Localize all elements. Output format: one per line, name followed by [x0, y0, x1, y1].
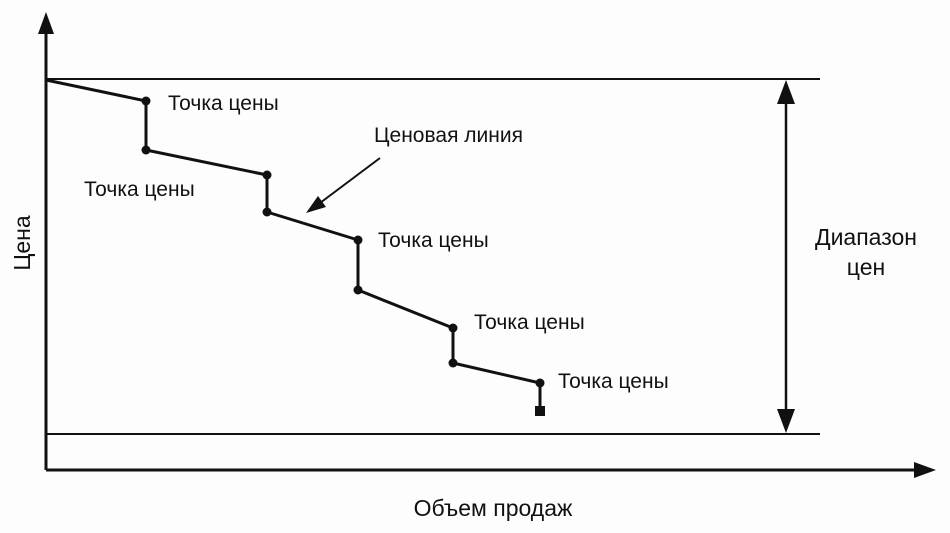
price-point-dot: [262, 207, 272, 217]
price-point-label-1: Точка цены: [168, 92, 279, 115]
price-point-dot: [141, 145, 151, 155]
pointer-arrow-head-icon: [306, 196, 326, 213]
price-point-label-2: Точка цены: [84, 178, 195, 201]
price-range-label-line2: цен: [847, 254, 885, 280]
price-range-label-line1: Диапазон: [815, 224, 917, 250]
x-axis-label: Объем продаж: [414, 495, 573, 521]
price-point-dot: [141, 96, 151, 106]
price-point-dot: [262, 170, 272, 180]
price-point-label-4: Точка цены: [474, 311, 585, 334]
x-axis-arrow-icon: [914, 462, 936, 478]
price-range-arrow-down-icon: [777, 409, 795, 433]
price-point-label-5: Точка цены: [558, 370, 669, 393]
price-line-label: Ценовая линия: [374, 124, 523, 147]
price-point-dot: [448, 323, 458, 333]
price-point-dot: [535, 378, 545, 388]
price-point-dot: [353, 285, 363, 295]
price-point-dot: [448, 358, 458, 368]
y-axis-label: Цена: [9, 215, 35, 271]
price-point-end-marker: [535, 406, 545, 416]
price-point-label-3: Точка цены: [378, 229, 489, 252]
y-axis-arrow-icon: [38, 12, 54, 34]
price-range-arrow-up-icon: [777, 80, 795, 104]
price-point-dot: [353, 235, 363, 245]
price-line-pointer-arrow: [315, 157, 381, 207]
